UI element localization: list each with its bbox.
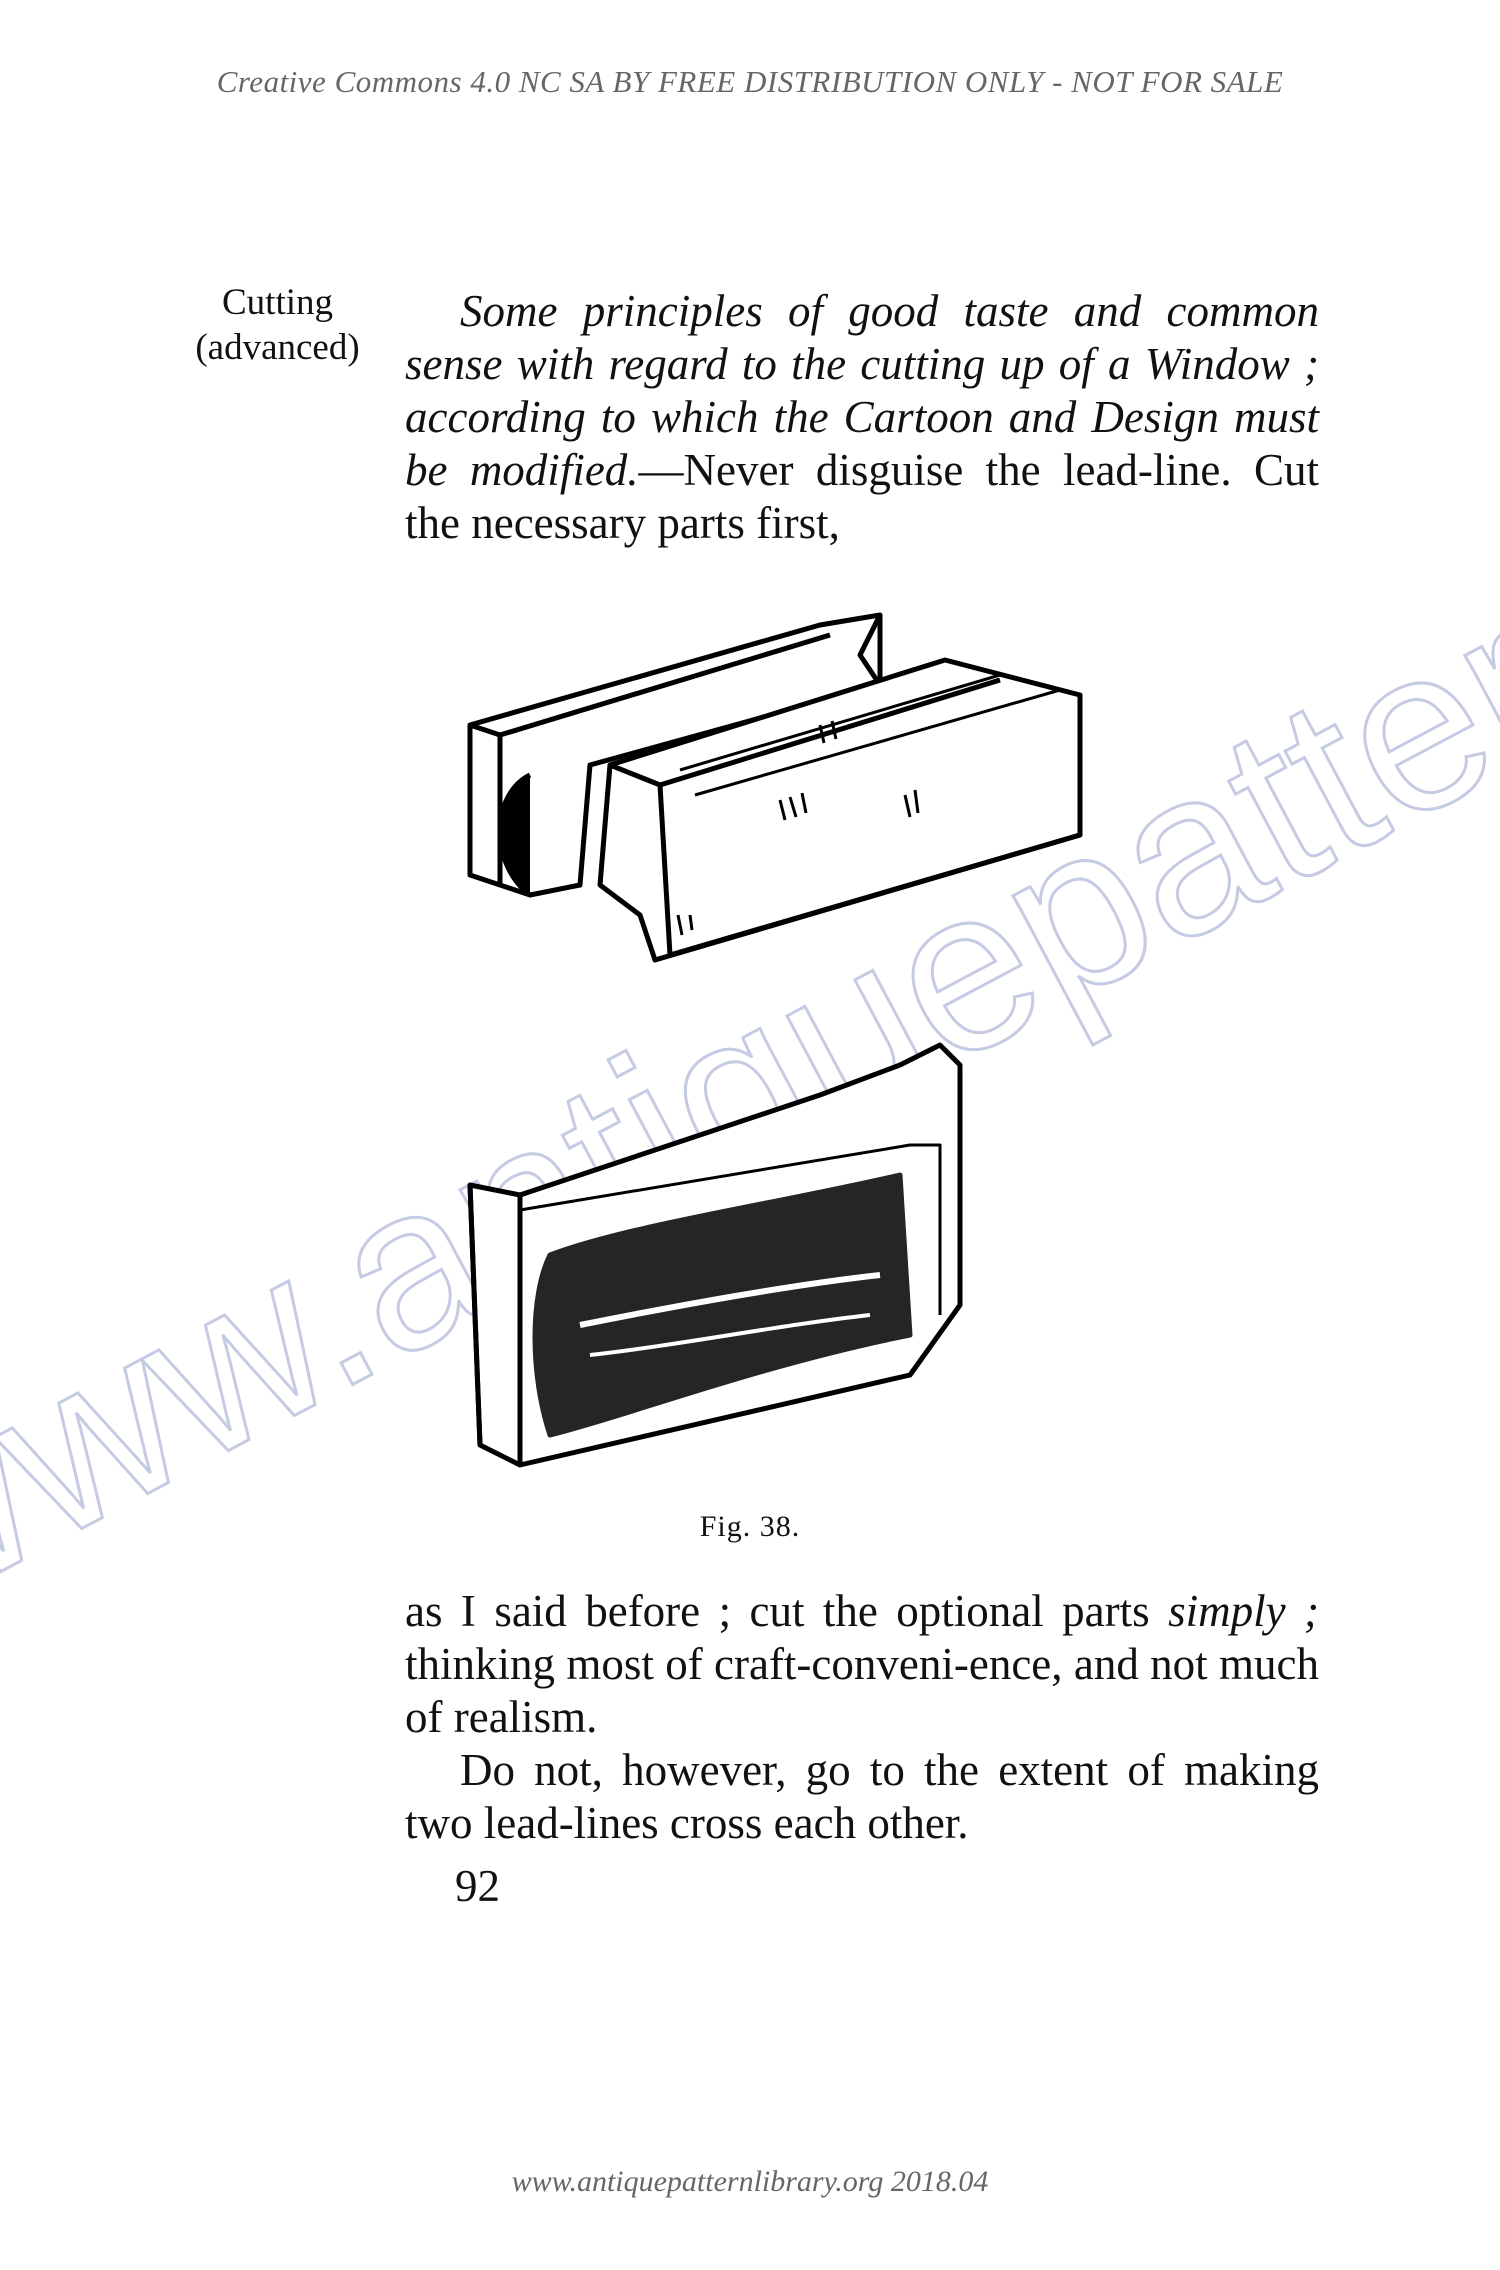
margin-note: Cutting (advanced) (160, 280, 395, 370)
paragraph-lead-italic: Some principles of good taste and common… (405, 286, 1319, 495)
figure-lead-profiles (467, 612, 1083, 1468)
footer-credit: www.antiquepatternlibrary.org 2018.04 (511, 2165, 989, 2198)
paragraph-top: Some principles of good taste and common… (405, 285, 1319, 550)
paragraph-bottom-italic: simply ; (1168, 1586, 1319, 1636)
margin-note-line-2: (advanced) (195, 327, 360, 368)
paragraph-bottom: as I said before ; cut the optional part… (405, 1585, 1319, 1850)
paragraph-bottom-start: as I said before ; cut the optional part… (405, 1586, 1169, 1636)
paragraph-top-text: —Never disguise the lead-line. Cut the n… (405, 445, 1319, 548)
margin-note-line-1: Cutting (221, 282, 334, 323)
license-notice: Creative Commons 4.0 NC SA BY FREE DISTR… (216, 64, 1284, 99)
paragraph-final: Do not, however, go to the extent of mak… (405, 1745, 1319, 1848)
figure-caption: Fig. 38. (699, 1510, 801, 1543)
page-number: 92 (455, 1861, 500, 1911)
paragraph-bottom-end: thinking most of craft-conveni-ence, and… (405, 1639, 1319, 1742)
